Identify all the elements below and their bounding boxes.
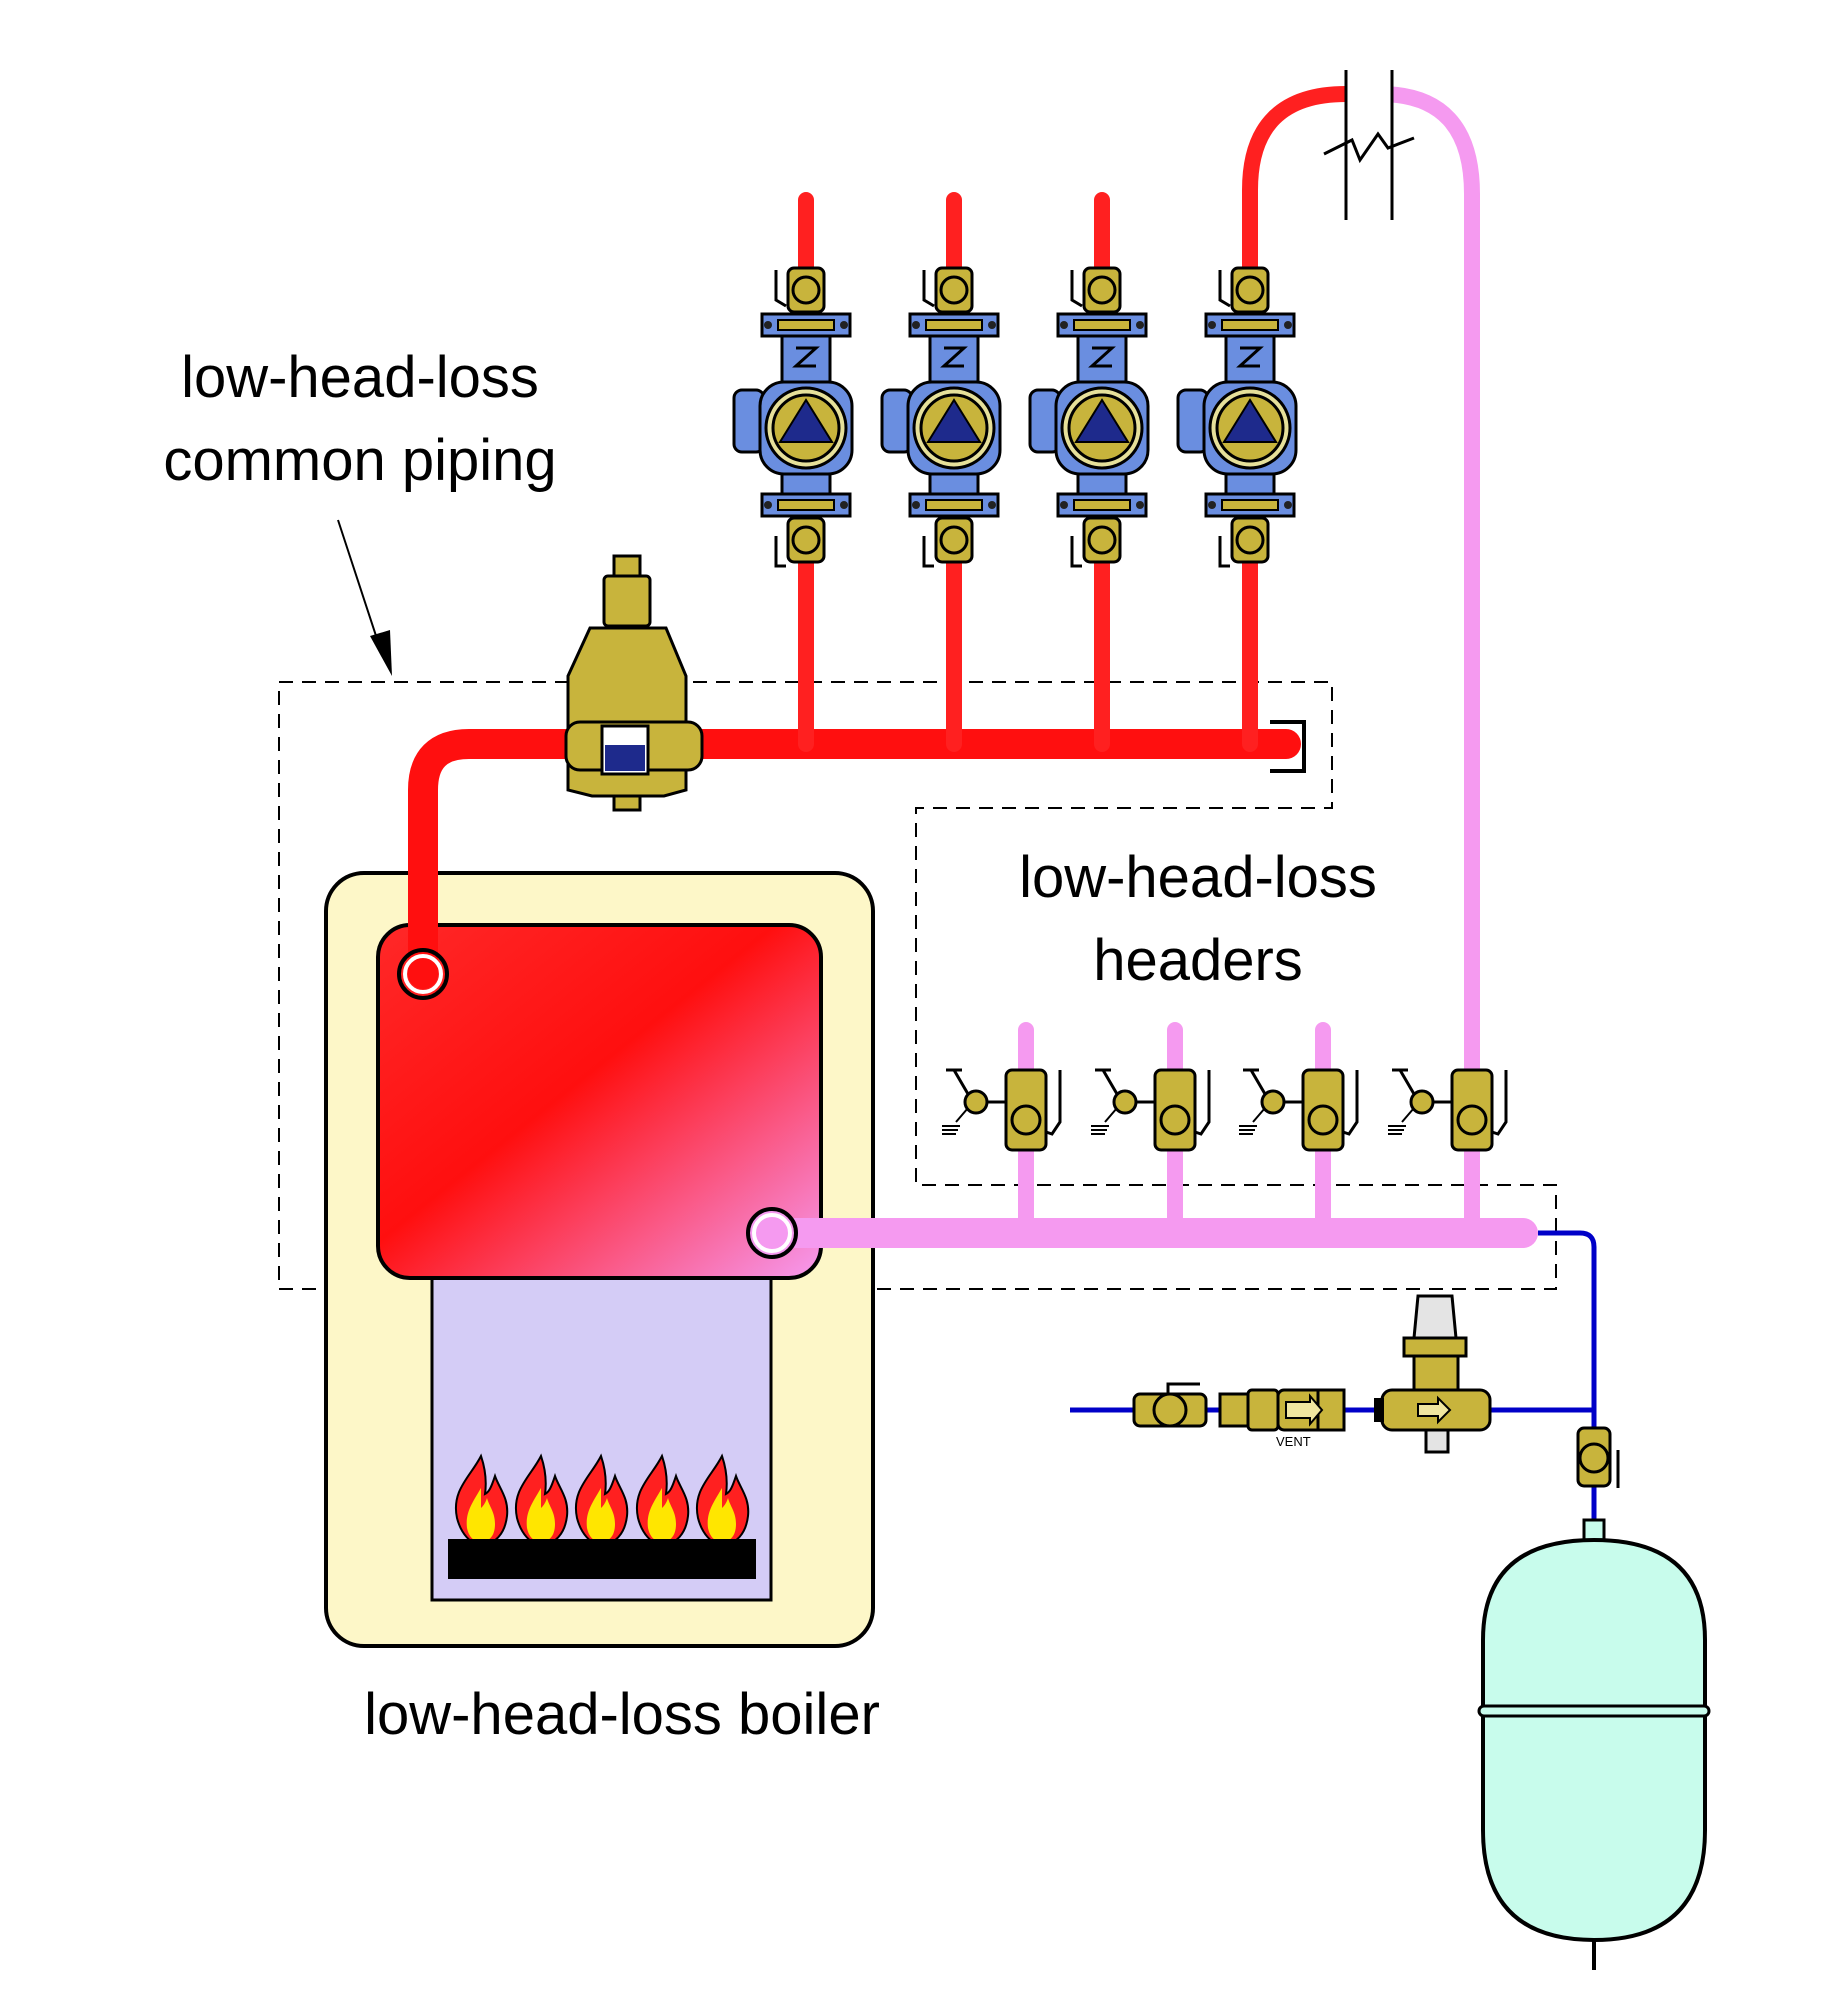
supply-connection-inner bbox=[403, 954, 443, 994]
makeup-ball-valve bbox=[1132, 1382, 1208, 1428]
return-piping bbox=[757, 86, 1538, 1248]
boiler bbox=[324, 871, 875, 1648]
circulator-pump-4 bbox=[1176, 266, 1298, 568]
common-piping-label-2: common piping bbox=[163, 428, 556, 493]
boiler-label: low-head-loss boiler bbox=[364, 1682, 880, 1747]
supply-piping bbox=[408, 86, 1354, 989]
headers-label-2: headers bbox=[1093, 928, 1303, 993]
headers-label-1: low-head-loss bbox=[1019, 845, 1377, 910]
pressure-reducing-valve bbox=[1374, 1294, 1492, 1454]
common-piping-label-1: low-head-loss bbox=[181, 345, 539, 410]
circulator-pump-3 bbox=[1028, 266, 1150, 568]
circulator-pump-2 bbox=[880, 266, 1002, 568]
header-cap bbox=[1270, 720, 1306, 773]
vent-mark: VENT bbox=[1276, 1434, 1311, 1449]
backflow-preventer: VENT bbox=[1218, 1388, 1346, 1449]
heat-exchanger bbox=[376, 923, 823, 1280]
common-piping-arrow bbox=[337, 519, 392, 676]
expansion-tank-valve bbox=[1576, 1426, 1620, 1488]
air-separator bbox=[564, 554, 704, 812]
return-valve-4 bbox=[1386, 1068, 1508, 1152]
return-valve-3 bbox=[1237, 1068, 1359, 1152]
pipe-break-symbol bbox=[1323, 70, 1415, 220]
return-valve-1 bbox=[940, 1068, 1062, 1152]
supply-connection bbox=[397, 948, 449, 1000]
burner bbox=[448, 1539, 756, 1579]
cold-water-piping bbox=[1070, 1230, 1597, 1520]
return-valve-2 bbox=[1089, 1068, 1211, 1152]
expansion-tank bbox=[1477, 1518, 1711, 1970]
circulator-pump-1 bbox=[732, 266, 854, 568]
